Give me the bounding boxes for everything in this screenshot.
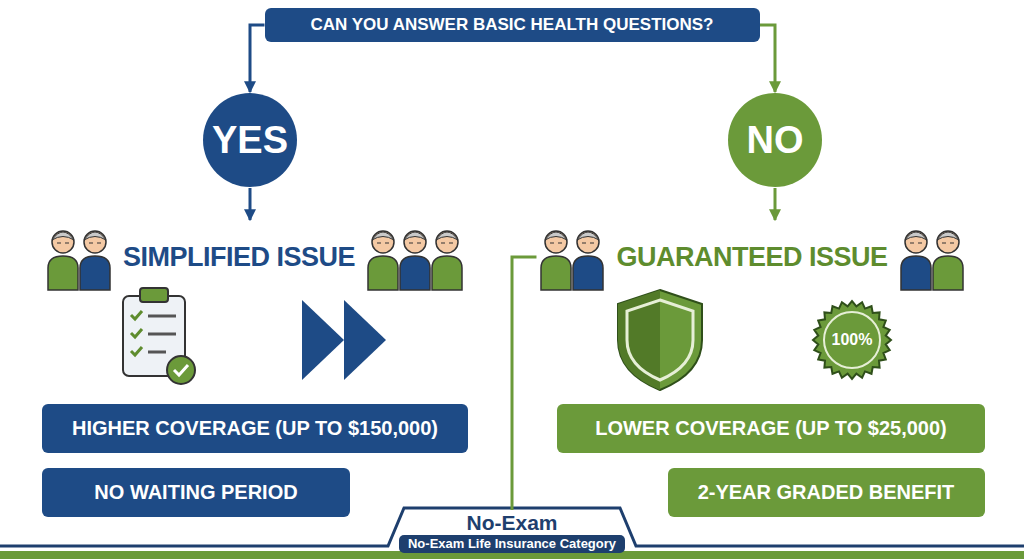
flow-connector — [512, 257, 536, 510]
question-box: CAN YOU ANSWER BASIC HEALTH QUESTIONS? — [265, 8, 760, 42]
badge-icon — [813, 301, 891, 379]
option-heading: SIMPLIFIED ISSUE — [43, 220, 467, 294]
answer-circle: YES — [202, 92, 298, 188]
category-pill: No-Exam Life Insurance Category — [399, 535, 625, 553]
clipboard-icon — [123, 288, 195, 384]
answer-circle-text: NO — [747, 119, 804, 162]
feature-box-text: LOWER COVERAGE (UP TO $25,000) — [571, 417, 971, 440]
flow-connector — [760, 25, 776, 92]
shield-icon — [618, 290, 702, 390]
option-heading-text: GUARANTEED ISSUE — [616, 242, 887, 273]
fast-forward-icon — [302, 300, 386, 380]
option-heading-text: SIMPLIFIED ISSUE — [123, 242, 355, 273]
feature-box: 2-YEAR GRADED BENEFIT — [668, 468, 985, 517]
badge-label: 100% — [832, 331, 873, 349]
flow-connector — [774, 188, 777, 220]
feature-box-text: NO WAITING PERIOD — [56, 481, 336, 504]
category-pill-text: No-Exam Life Insurance Category — [408, 536, 616, 552]
feature-box: HIGHER COVERAGE (UP TO $150,000) — [42, 404, 468, 453]
people-icon — [363, 222, 467, 292]
option-heading: GUARANTEED ISSUE — [536, 220, 967, 294]
question-box-text: CAN YOU ANSWER BASIC HEALTH QUESTIONS? — [287, 15, 738, 35]
answer-circle: NO — [727, 92, 823, 188]
flow-connector — [249, 188, 252, 220]
people-icon — [896, 222, 968, 292]
category-box-text: No-Exam — [399, 512, 625, 534]
people-icon — [536, 222, 608, 292]
feature-box-text: HIGHER COVERAGE (UP TO $150,000) — [56, 417, 454, 440]
category-box: No-ExamNo-Exam Life Insurance Category — [395, 510, 629, 553]
feature-box: NO WAITING PERIOD — [42, 468, 350, 517]
people-icon — [43, 222, 115, 292]
answer-circle-text: YES — [212, 119, 288, 162]
feature-box: LOWER COVERAGE (UP TO $25,000) — [557, 404, 985, 453]
flow-connector — [250, 25, 265, 92]
feature-box-text: 2-YEAR GRADED BENEFIT — [682, 481, 971, 504]
